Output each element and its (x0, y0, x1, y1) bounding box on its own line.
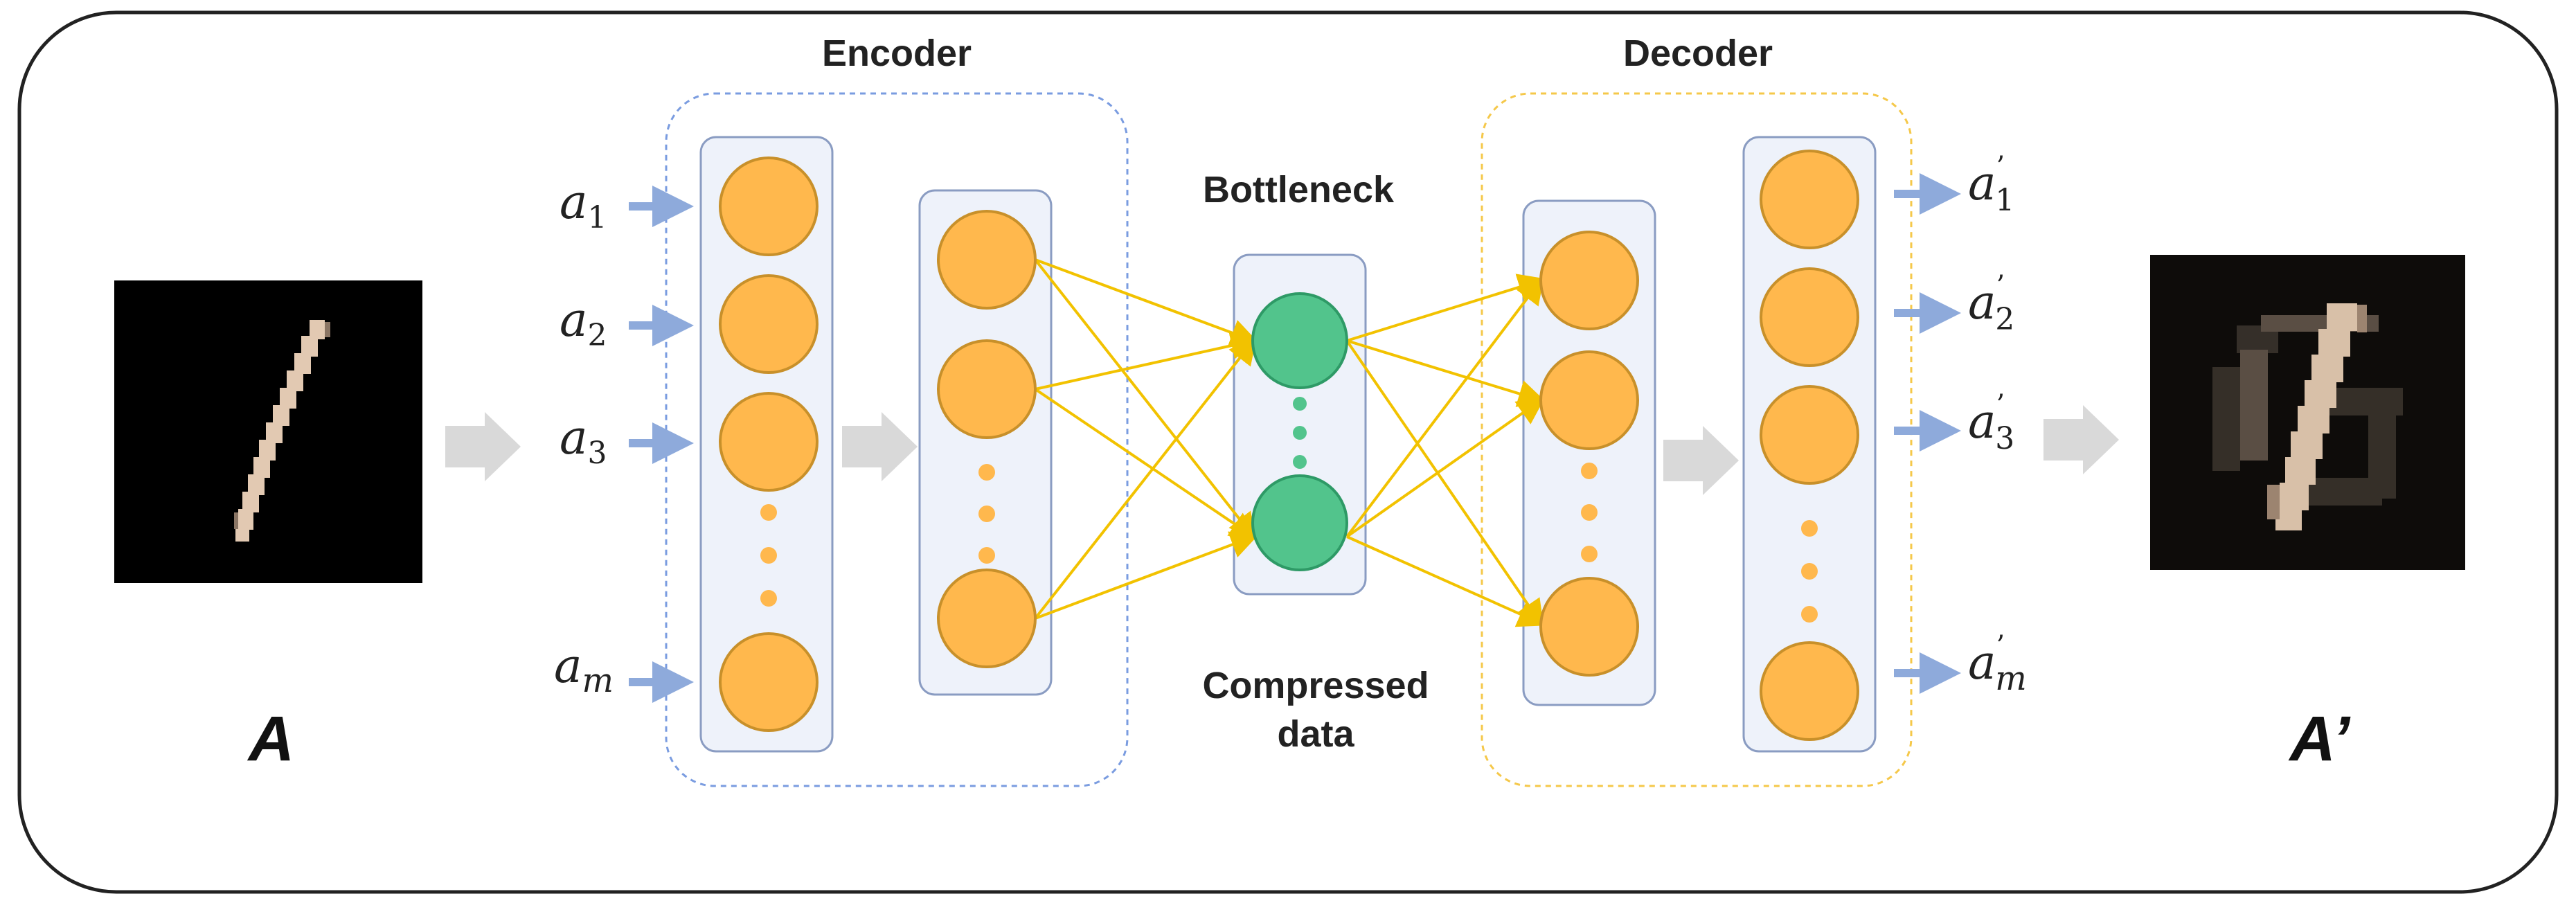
encoder-input-ellipsis (760, 504, 777, 607)
node (937, 569, 1037, 668)
encoder-hidden-layer (918, 189, 1053, 696)
node (1760, 267, 1859, 367)
node (1251, 474, 1348, 571)
input-digit-image (114, 280, 422, 583)
edge (1035, 332, 1259, 391)
flow-arrow-icon (2043, 405, 2119, 474)
node (1539, 350, 1639, 450)
node (719, 157, 819, 256)
decoder-connections (1345, 274, 1546, 628)
output-label-m: a’m (1968, 630, 2027, 698)
input-label-1: a1 (560, 175, 607, 235)
compressed-label-line2: data (1277, 713, 1354, 755)
node (937, 210, 1037, 310)
node (719, 392, 819, 492)
flow-arrow-icon (842, 412, 918, 481)
edge (1035, 258, 1259, 346)
bottleneck-label: Bottleneck (1203, 169, 1395, 211)
decoder-region (1481, 92, 1913, 787)
edge (1346, 535, 1546, 627)
node (1539, 577, 1639, 677)
decoder-hidden-layer (1522, 199, 1656, 706)
decoder-label: Decoder (1623, 33, 1773, 74)
decoder-output-ellipsis (1801, 520, 1818, 623)
flow-arrows (445, 405, 2119, 495)
input-label-3: a3 (560, 411, 607, 471)
input-labels: a1 a2 a3 am (554, 175, 614, 700)
input-label-m: am (554, 639, 614, 700)
node (1539, 231, 1639, 330)
encoder-hidden-ellipsis (978, 464, 995, 564)
decoder-hidden-nodes (1539, 231, 1639, 677)
node (719, 274, 819, 374)
node (1760, 150, 1859, 249)
output-arrows (1894, 173, 1961, 694)
decoder-output-nodes (1760, 150, 1859, 741)
flow-arrow-icon (1663, 426, 1739, 495)
flow-arrow-icon (445, 412, 521, 481)
edge (1034, 336, 1257, 620)
encoder-label: Encoder (822, 33, 972, 74)
input-arrows (629, 186, 694, 703)
node (1760, 385, 1859, 485)
edge (1035, 531, 1259, 620)
node (1760, 641, 1859, 741)
edge (1345, 397, 1546, 538)
input-image-label: A (247, 704, 294, 774)
edge (1034, 388, 1258, 540)
bottleneck-nodes (1251, 292, 1348, 571)
input-label-2: a2 (560, 293, 607, 353)
node (719, 632, 819, 732)
output-image-label: A’ (2289, 704, 2351, 774)
decoder-hidden-ellipsis (1581, 463, 1598, 562)
output-labels: a’1 a’2 a’3 a’m (1968, 151, 2027, 698)
output-label-1: a’1 (1968, 151, 2014, 218)
edge (1345, 339, 1544, 628)
output-digit-image (2150, 255, 2465, 570)
edge (1346, 274, 1546, 342)
edge (1346, 339, 1546, 407)
output-label-2: a’2 (1968, 270, 2014, 337)
node (1251, 292, 1348, 389)
bottleneck-ellipsis (1293, 397, 1307, 469)
encoder-hidden-nodes (937, 210, 1037, 668)
node (937, 339, 1037, 439)
edge (1345, 276, 1544, 538)
encoder-input-nodes (719, 157, 819, 732)
output-label-3: a’3 (1968, 389, 2014, 456)
edge (1034, 258, 1257, 542)
encoder-connections (1034, 258, 1259, 620)
compressed-label-line1: Compressed (1202, 665, 1429, 706)
